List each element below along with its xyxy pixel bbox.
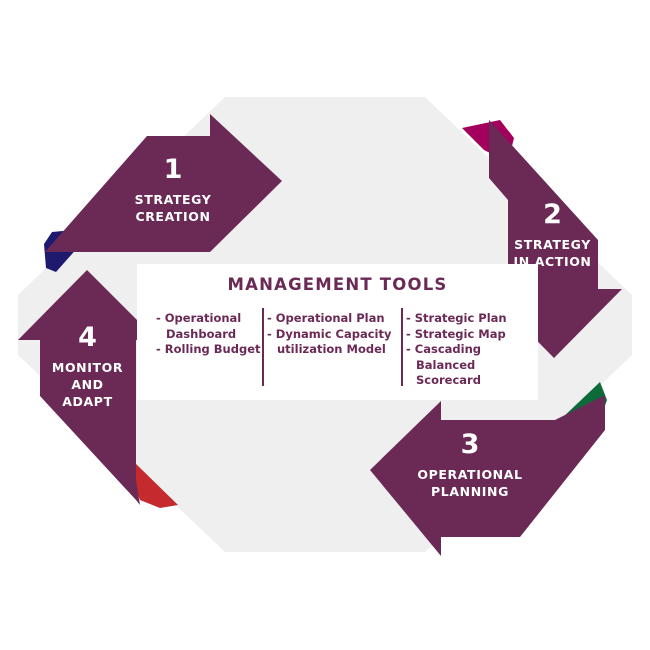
step-4-label: 4 MONITOR AND ADAPT xyxy=(40,323,135,410)
tools-column-3-line-4: Balanced xyxy=(416,357,476,372)
step-4-text-line-2: AND xyxy=(71,377,104,392)
step-4-text-line-3: ADAPT xyxy=(62,394,113,409)
accent-fold-red xyxy=(132,462,178,508)
step-1-number: 1 xyxy=(163,154,183,185)
tools-column-2-line-3: utilization Model xyxy=(277,342,386,356)
step-3-label: 3 OPERATIONAL PLANNING xyxy=(405,430,535,500)
arrow-strategy-creation xyxy=(45,114,282,252)
management-tools-box: MANAGEMENT TOOLS - Operational Dashboard… xyxy=(137,264,538,400)
tools-column-3-line-1: - Strategic Plan xyxy=(406,311,507,325)
step-2-text-line-1: STRATEGY xyxy=(514,237,591,252)
step-1-text-line-1: STRATEGY xyxy=(134,192,212,207)
tools-column-3-line-5: Scorecard xyxy=(416,373,481,387)
tools-column-2-line-1: - Operational Plan xyxy=(267,311,385,325)
arrow-operational-planning xyxy=(370,395,605,556)
step-1-text-line-2: CREATION xyxy=(135,209,211,224)
tools-column-1-line-3: - Rolling Budget xyxy=(156,342,261,356)
tools-column-1-line-2: Dashboard xyxy=(166,326,237,341)
step-3-text-line-2: PLANNING xyxy=(431,484,509,499)
tools-column-2: - Operational Plan - Dynamic Capacity ut… xyxy=(267,311,402,358)
step-2-number: 2 xyxy=(543,199,562,230)
tools-divider-2 xyxy=(401,308,403,386)
step-2-label: 2 STRATEGY IN ACTION xyxy=(500,200,605,270)
step-3-number: 3 xyxy=(460,429,480,460)
step-3-text-line-1: OPERATIONAL xyxy=(417,467,523,482)
management-tools-title: MANAGEMENT TOOLS xyxy=(227,275,448,294)
tools-column-1: - Operational Dashboard - Rolling Budget xyxy=(156,311,266,358)
step-1-label: 1 STRATEGY CREATION xyxy=(118,155,228,225)
tools-column-1-line-1: - Operational xyxy=(156,311,242,325)
tools-column-3-line-3: - Cascading xyxy=(406,342,481,356)
step-4-number: 4 xyxy=(78,322,97,353)
tools-divider-1 xyxy=(262,308,264,386)
tools-column-2-line-2: - Dynamic Capacity xyxy=(267,326,392,341)
arrow-monitor-and-adapt xyxy=(18,270,157,505)
tools-column-3-line-2: - Strategic Map xyxy=(406,326,506,341)
tools-column-3: - Strategic Plan - Strategic Map - Casca… xyxy=(406,311,531,389)
step-4-text-line-1: MONITOR xyxy=(51,360,124,375)
